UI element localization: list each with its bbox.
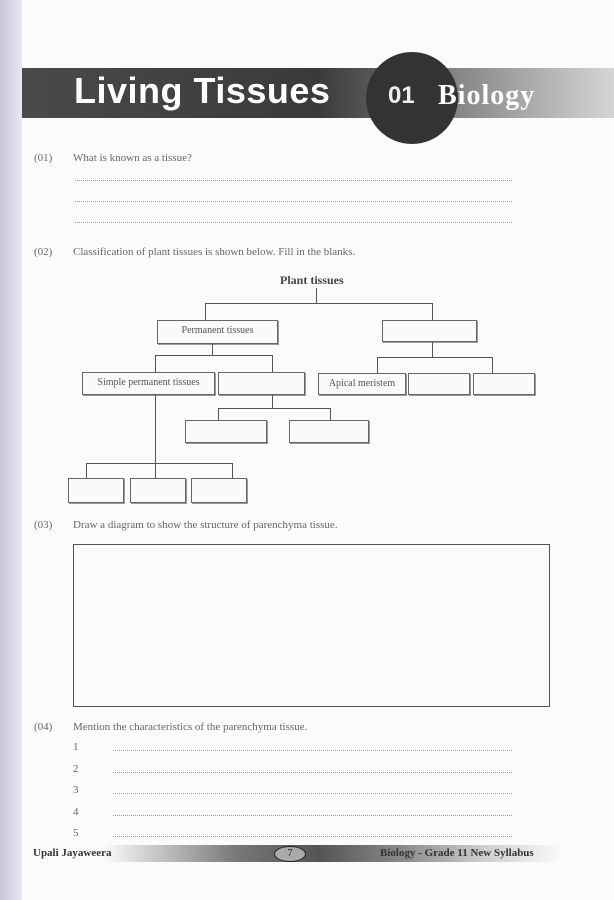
footer-series: Biology - Grade 11 New Syllabus bbox=[380, 847, 534, 859]
answer-line[interactable] bbox=[113, 772, 512, 773]
connector bbox=[232, 463, 233, 478]
connector bbox=[86, 463, 232, 464]
q1-text: What is known as a tissue? bbox=[73, 152, 192, 164]
q4-number: (04) bbox=[34, 721, 53, 733]
q3-number: (03) bbox=[34, 519, 53, 531]
item-number: 3 bbox=[73, 784, 79, 796]
connector bbox=[155, 355, 272, 356]
q2-text: Classification of plant tissues is shown… bbox=[73, 246, 356, 258]
connector bbox=[432, 303, 433, 320]
connector bbox=[272, 395, 273, 408]
connector bbox=[86, 463, 87, 478]
page-edge bbox=[0, 0, 22, 900]
blank-box[interactable] bbox=[382, 320, 477, 342]
page-number: 7 bbox=[274, 846, 306, 862]
box-simple-permanent: Simple permanent tissues bbox=[82, 372, 215, 395]
answer-line[interactable] bbox=[113, 836, 512, 837]
tree-root: Plant tissues bbox=[280, 273, 344, 287]
connector bbox=[218, 408, 219, 420]
drawing-area[interactable] bbox=[73, 544, 550, 707]
answer-line[interactable] bbox=[75, 222, 512, 223]
connector bbox=[205, 303, 206, 320]
q2-number: (02) bbox=[34, 246, 53, 258]
connector bbox=[492, 357, 493, 373]
blank-box[interactable] bbox=[218, 372, 305, 395]
q1-number: (01) bbox=[34, 152, 53, 164]
item-number: 1 bbox=[73, 741, 79, 753]
answer-line[interactable] bbox=[75, 180, 512, 181]
blank-box[interactable] bbox=[408, 373, 470, 395]
item-number: 2 bbox=[73, 763, 79, 775]
connector bbox=[205, 303, 432, 304]
answer-line[interactable] bbox=[75, 201, 512, 202]
connector bbox=[272, 355, 273, 372]
connector bbox=[330, 408, 331, 420]
connector bbox=[212, 344, 213, 355]
blank-box[interactable] bbox=[191, 478, 247, 503]
answer-line[interactable] bbox=[113, 793, 512, 794]
subject-label: Biology bbox=[438, 80, 536, 111]
footer-author: Upali Jayaweera bbox=[33, 847, 112, 859]
header-band bbox=[22, 68, 614, 118]
connector bbox=[377, 357, 492, 358]
connector bbox=[218, 408, 330, 409]
connector bbox=[432, 342, 433, 357]
chapter-number: 01 bbox=[388, 82, 415, 109]
answer-line[interactable] bbox=[113, 750, 512, 751]
blank-box[interactable] bbox=[68, 478, 124, 503]
connector bbox=[155, 463, 156, 478]
box-permanent-tissues: Permanent tissues bbox=[157, 320, 278, 344]
connector bbox=[155, 355, 156, 372]
connector bbox=[155, 395, 156, 463]
q3-text: Draw a diagram to show the structure of … bbox=[73, 519, 338, 531]
item-number: 5 bbox=[73, 827, 79, 839]
q4-text: Mention the characteristics of the paren… bbox=[73, 721, 308, 733]
item-number: 4 bbox=[73, 806, 79, 818]
answer-line[interactable] bbox=[113, 815, 512, 816]
blank-box[interactable] bbox=[185, 420, 267, 443]
page-title: Living Tissues bbox=[74, 70, 331, 111]
blank-box[interactable] bbox=[130, 478, 186, 503]
blank-box[interactable] bbox=[289, 420, 369, 443]
chapter-badge bbox=[366, 52, 458, 144]
connector bbox=[316, 288, 317, 303]
blank-box[interactable] bbox=[473, 373, 535, 395]
connector bbox=[377, 357, 378, 373]
box-apical-meristem: Apical meristem bbox=[318, 373, 406, 395]
